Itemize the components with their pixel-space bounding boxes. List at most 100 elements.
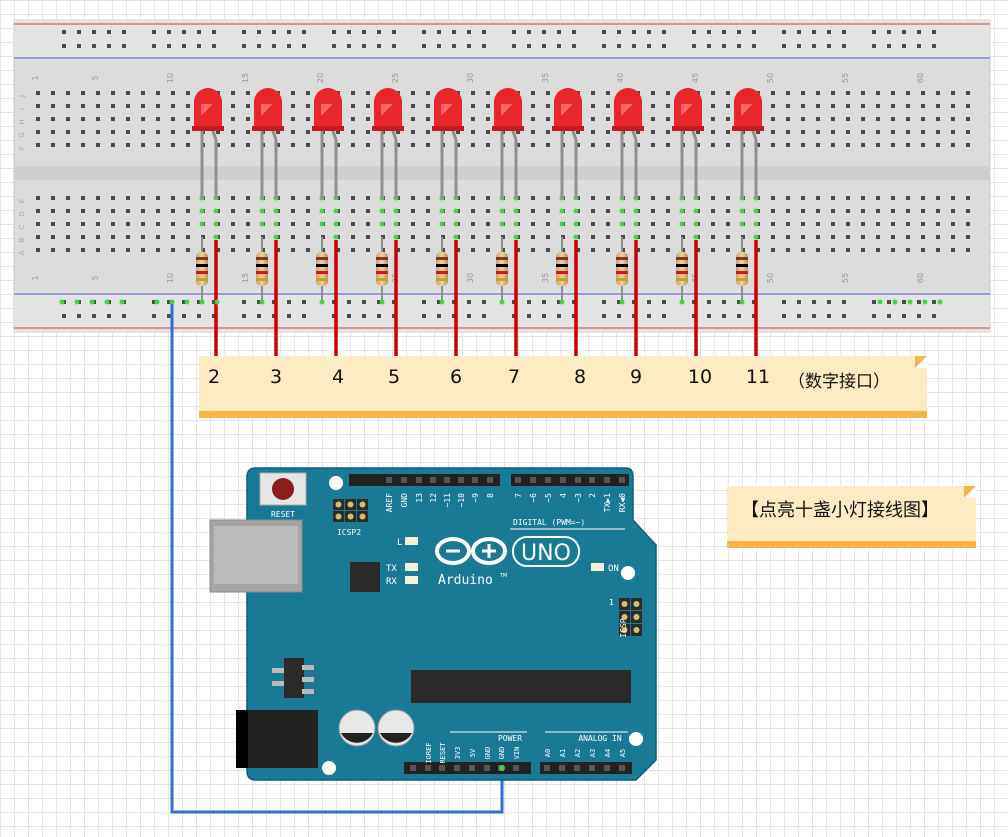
resistor-body (496, 252, 508, 286)
rail-hole (377, 30, 381, 34)
breadboard-hole (771, 248, 775, 252)
breadboard-hole (111, 209, 115, 213)
connection-dot (499, 208, 505, 214)
rail-hole (797, 314, 801, 318)
rail-hole (572, 314, 576, 318)
breadboard-hole (81, 117, 85, 121)
analog-label: ANALOG IN (578, 734, 622, 743)
breadboard-hole (351, 248, 355, 252)
breadboard-hole (966, 222, 970, 226)
resistor-band (496, 264, 508, 267)
breadboard-hole (486, 143, 490, 147)
breadboard-hole (861, 222, 865, 226)
breadboard-hole (66, 104, 70, 108)
power-label: POWER (498, 734, 522, 743)
rail-hole (782, 30, 786, 34)
breadboard-hole (156, 209, 160, 213)
row-letter: B (18, 237, 26, 242)
breadboard-hole (876, 235, 880, 239)
connection-dot (213, 208, 219, 214)
pin-number-label: 3 (269, 366, 283, 388)
rail-hole (362, 314, 366, 318)
breadboard-hole (126, 248, 130, 252)
rail-hole (917, 44, 921, 48)
breadboard-hole (666, 143, 670, 147)
header-pin (347, 513, 354, 520)
mounting-hole (322, 761, 336, 775)
rail-hole (347, 30, 351, 34)
connection-dot (619, 221, 625, 227)
breadboard-hole (546, 209, 550, 213)
digital-pin-label: ~10 (457, 493, 466, 508)
led-rim (312, 126, 344, 131)
breadboard-hole (486, 235, 490, 239)
rail-hole (92, 314, 96, 318)
breadboard-hole (186, 104, 190, 108)
breadboard-hole (141, 104, 145, 108)
breadboard-hole (81, 104, 85, 108)
mounting-hole (629, 732, 643, 746)
breadboard-hole (246, 248, 250, 252)
breadboard-hole (666, 248, 670, 252)
breadboard-hole (81, 222, 85, 226)
breadboard-hole (546, 117, 550, 121)
rail-hole (242, 30, 246, 34)
rail-hole (467, 44, 471, 48)
breadboard-hole (651, 91, 655, 95)
breadboard-hole (831, 117, 835, 121)
breadboard-hole (171, 130, 175, 134)
breadboard-hole (531, 104, 535, 108)
rail-hole (482, 314, 486, 318)
breadboard-hole (366, 196, 370, 200)
breadboard-hole (246, 235, 250, 239)
rail-connection-dot (89, 299, 95, 305)
rail-hole (557, 30, 561, 34)
led-circuit (252, 88, 284, 357)
breadboard-hole (36, 117, 40, 121)
row-letter: E (18, 199, 26, 203)
trademark-label: TM (499, 573, 507, 579)
breadboard-hole (291, 222, 295, 226)
breadboard-hole (141, 222, 145, 226)
led-circuit (432, 88, 464, 357)
column-number: 30 (466, 73, 475, 83)
led-circuit (672, 88, 704, 357)
breadboard-hole (216, 143, 220, 147)
resistor-band (736, 264, 748, 267)
rail-hole (77, 314, 81, 318)
rail-hole (197, 314, 201, 318)
breadboard-hole (576, 143, 580, 147)
led-rim (252, 126, 284, 131)
rail-hole (617, 300, 621, 304)
breadboard-hole (906, 104, 910, 108)
rail-hole (242, 44, 246, 48)
breadboard-hole (126, 209, 130, 213)
breadboard-hole (876, 104, 880, 108)
breadboard-hole (426, 104, 430, 108)
led-circuit (192, 88, 224, 357)
connection-dot (679, 221, 685, 227)
breadboard-hole (216, 130, 220, 134)
breadboard-hole (606, 104, 610, 108)
led-highlight (681, 104, 693, 116)
breadboard-hole (936, 235, 940, 239)
breadboard-hole (636, 130, 640, 134)
breadboard-hole (486, 130, 490, 134)
led-leg (210, 127, 218, 198)
led-leg (510, 127, 518, 198)
breadboard-hole (531, 235, 535, 239)
breadboard-hole (171, 117, 175, 121)
rail-hole (842, 30, 846, 34)
rail-hole (257, 300, 261, 304)
rail-connection-dot (892, 299, 898, 305)
breadboard-hole (726, 196, 730, 200)
breadboard-hole (246, 130, 250, 134)
breadboard-hole (546, 143, 550, 147)
breadboard-hole (486, 104, 490, 108)
column-number: 35 (541, 73, 550, 83)
connection-dot (319, 299, 325, 305)
breadboard-hole (831, 130, 835, 134)
breadboard-hole (936, 130, 940, 134)
column-number: 10 (166, 273, 175, 283)
breadboard-hole (96, 130, 100, 134)
